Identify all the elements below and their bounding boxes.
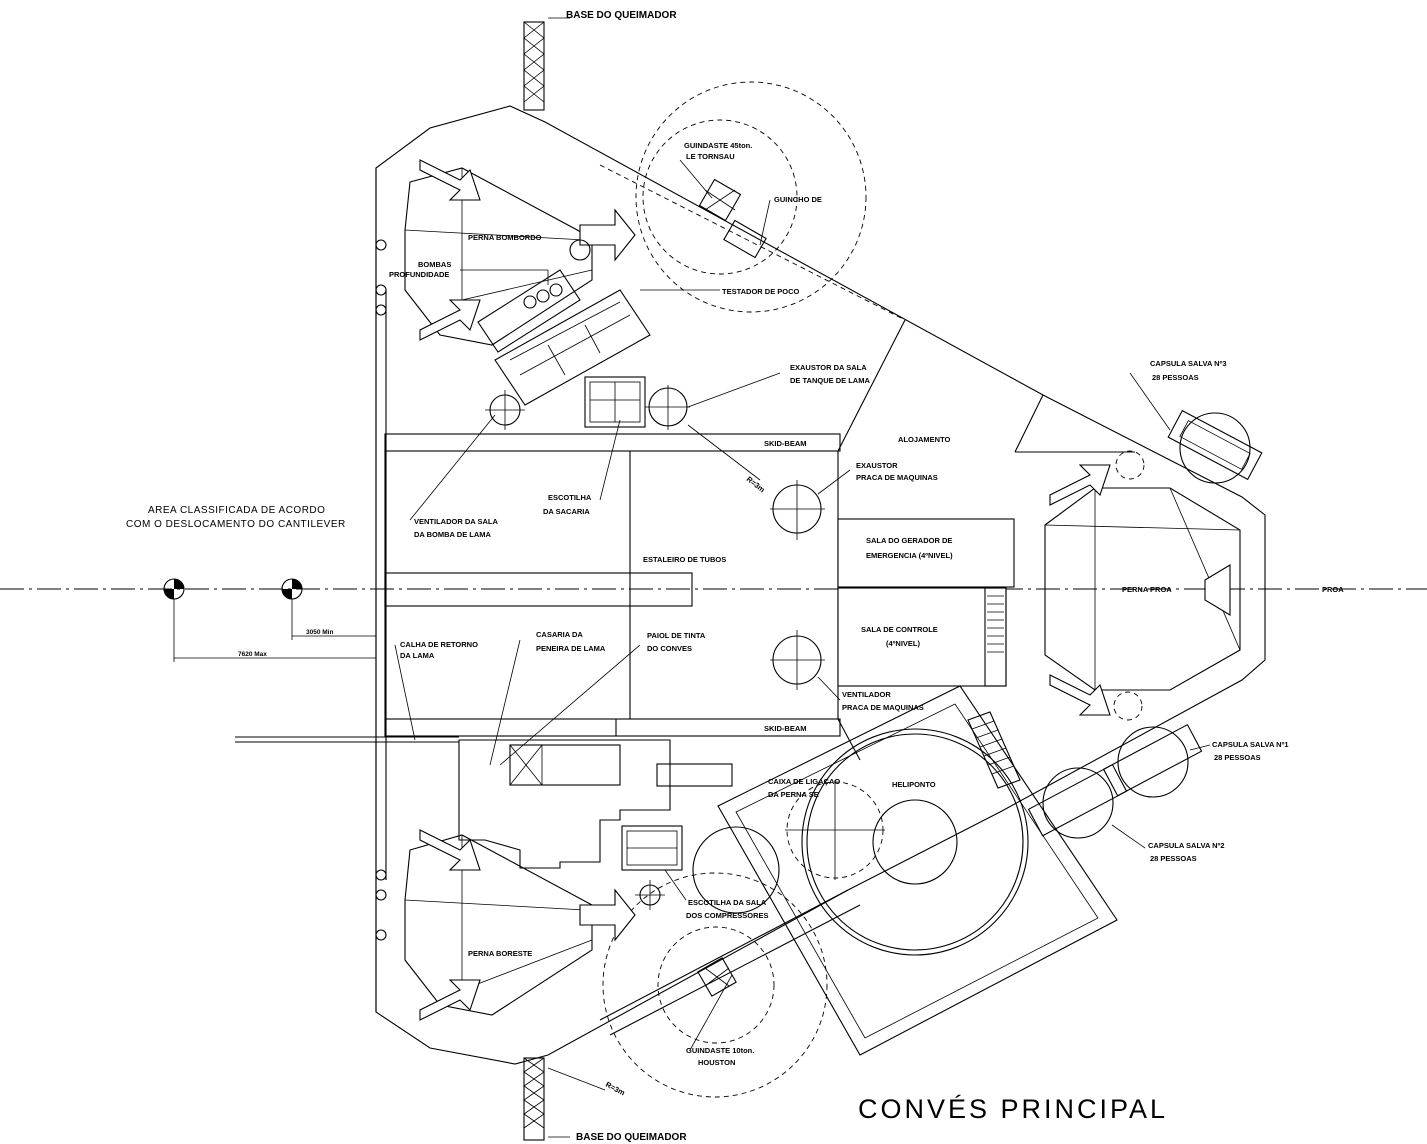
label-estaleiro: ESTALEIRO DE TUBOS xyxy=(643,555,726,564)
label-caixa-2: DA PERNA SE xyxy=(768,790,819,799)
label-ventilador-lama-2: DA BOMBA DE LAMA xyxy=(414,530,492,539)
label-sala-controle-2: (4ºNIVEL) xyxy=(886,639,920,648)
label-paiol: PAIOL DE TINTA xyxy=(647,631,706,640)
label-perna-boreste: PERNA BORESTE xyxy=(468,949,532,958)
label-proa: PROA xyxy=(1322,585,1344,594)
label-escotilha-sacaria-2: DA SACARIA xyxy=(543,507,590,516)
label-bombas: BOMBAS xyxy=(418,260,451,269)
label-capsula-1: CAPSULA SALVA Nº1 xyxy=(1212,740,1289,749)
well-tester xyxy=(494,289,651,406)
lifeboat-capsule-3 xyxy=(1167,409,1263,484)
label-heliponto: HELIPONTO xyxy=(892,780,936,789)
label-area-classificada: AREA CLASSIFICADA DE ACORDO xyxy=(148,505,325,516)
pipe-rack-bar xyxy=(384,572,693,607)
label-escotilha-compressores: ESCOTILHA DA SALA xyxy=(688,898,767,907)
label-calha-2: DA LAMA xyxy=(400,651,435,660)
label-radius-bottom: R=3m xyxy=(604,1080,627,1098)
lifeboat-capsule-2 xyxy=(1027,763,1128,839)
label-skid-beam-bottom: SKID-BEAM xyxy=(764,724,807,733)
skid-beam-bottom xyxy=(384,718,841,737)
label-caixa: CAIXA DE LIGAÇAO xyxy=(768,777,840,786)
leg-boreste xyxy=(404,829,636,1021)
label-escotilha-compressores-2: DOS COMPRESSORES xyxy=(686,911,769,920)
label-alojamento: ALOJAMENTO xyxy=(898,435,951,444)
label-testador: TESTADOR DE POCO xyxy=(722,287,800,296)
drawing-title: CONVÉS PRINCIPAL xyxy=(858,1094,1168,1124)
burner-boom-bottom xyxy=(523,1057,545,1141)
label-capsula-1-people: 28 PESSOAS xyxy=(1214,753,1261,762)
label-guindaste-45: GUINDASTE 45ton. xyxy=(684,141,752,150)
label-calha: CALHA DE RETORNO xyxy=(400,640,478,649)
control-room xyxy=(837,587,1007,687)
label-dim-3050: 3050 Min xyxy=(306,629,333,636)
leader-lines xyxy=(394,17,1211,1138)
label-base-queimador-bottom: BASE DO QUEIMADOR xyxy=(576,1132,687,1143)
sack-hatch xyxy=(584,376,646,428)
label-capsula-3-people: 28 PESSOAS xyxy=(1152,373,1199,382)
label-bombas-profundidade: PROFUNDIDADE xyxy=(389,270,449,279)
label-dim-7620: 7620 Max xyxy=(238,651,267,658)
label-exaustor-maq: EXAUSTOR xyxy=(856,461,898,470)
cantilever-target-3050 xyxy=(281,578,303,600)
compressor-hatch xyxy=(621,825,683,871)
label-exaustor-lama: EXAUSTOR DA SALA xyxy=(790,363,867,372)
label-escotilha-sacaria: ESCOTILHA xyxy=(548,493,592,502)
label-capsula-2-people: 28 PESSOAS xyxy=(1150,854,1197,863)
emergency-generator-room xyxy=(837,518,1015,588)
label-ventilador-lama: VENTILADOR DA SALA xyxy=(414,517,498,526)
label-base-queimador-top: BASE DO QUEIMADOR xyxy=(566,10,677,21)
label-capsula-2: CAPSULA SALVA Nº2 xyxy=(1148,841,1225,850)
label-sala-gerador: SALA DO GERADOR DE xyxy=(866,536,952,545)
depth-pumps xyxy=(477,269,581,353)
label-area-deslocamento: COM O DESLOCAMENTO DO CANTILEVER xyxy=(126,519,346,530)
label-casaria-2: PENEIRA DE LAMA xyxy=(536,644,606,653)
label-capsula-3: CAPSULA SALVA Nº3 xyxy=(1150,359,1227,368)
crane-45ton xyxy=(599,81,906,321)
label-sala-controle: SALA DE CONTROLE xyxy=(861,625,938,634)
label-paiol-2: DO CONVES xyxy=(647,644,692,653)
leg-proa xyxy=(1044,450,1241,721)
burner-boom-top xyxy=(523,21,545,111)
label-casaria: CASARIA DA xyxy=(536,630,583,639)
label-guindaste-10-model: HOUSTON xyxy=(698,1058,735,1067)
helideck xyxy=(717,685,1118,1056)
label-perna-proa: PERNA PROA xyxy=(1122,585,1172,594)
label-guincho: GUINCHO DE xyxy=(774,195,822,204)
label-exaustor-lama-2: DE TANQUE DE LAMA xyxy=(790,376,870,385)
label-guindaste-10: GUINDASTE 10ton. xyxy=(686,1046,754,1055)
leg-bombordo xyxy=(404,159,636,346)
lifeboat-capsule-1 xyxy=(1102,723,1203,798)
label-sala-gerador-2: EMERGENCIA (4ºNIVEL) xyxy=(866,551,953,560)
label-guindaste-45-model: LE TORNSAU xyxy=(686,152,735,161)
label-ventilador-maq: VENTILADOR xyxy=(842,690,891,699)
label-exaustor-maq-2: PRACA DE MAQUINAS xyxy=(856,473,938,482)
shale-shaker-house xyxy=(458,739,671,869)
label-radius-top: R=3m xyxy=(745,474,767,494)
label-perna-bombordo: PERNA BOMBORDO xyxy=(468,233,542,242)
hull-outline xyxy=(375,105,1266,1065)
label-skid-beam-top: SKID-BEAM xyxy=(764,439,807,448)
cantilever-target-7620 xyxy=(163,578,185,600)
crane-10ton xyxy=(599,826,861,1098)
label-ventilador-maq-2: PRACA DE MAQUINAS xyxy=(842,703,924,712)
